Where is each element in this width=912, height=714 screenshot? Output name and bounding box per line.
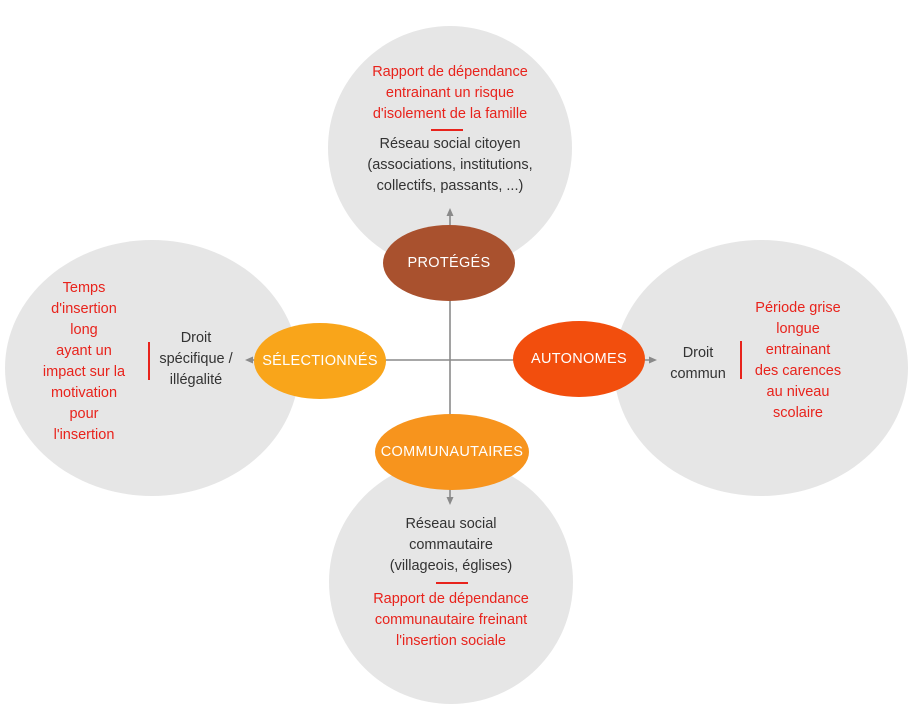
node-proteges: PROTÉGÉS	[383, 225, 515, 301]
left-rights-line: spécifique /	[159, 351, 233, 367]
right-risk-line: entrainant	[765, 342, 831, 358]
arrow-right-icon	[649, 356, 657, 364]
left-risk-text: Temps d'insertion long ayant un impact s…	[28, 278, 140, 446]
right-risk-line: longue	[776, 321, 820, 337]
top-risk-line: entrainant un risque	[385, 85, 515, 101]
left-risk-line: impact sur la	[42, 364, 126, 380]
circle-left	[5, 240, 299, 496]
right-rights-text: Droit commun	[664, 343, 732, 385]
top-separator	[431, 129, 463, 131]
top-network-line: collectifs, passants, ...)	[376, 178, 524, 194]
left-risk-line: ayant un	[56, 343, 112, 359]
arrow-left-icon	[245, 356, 253, 364]
left-rights-line: Droit	[180, 330, 212, 346]
top-risk-line: Rapport de dépendance	[372, 64, 528, 80]
right-rights-line: commun	[670, 366, 726, 382]
right-separator	[740, 341, 742, 379]
left-risk-line: long	[70, 322, 98, 338]
circle-right	[614, 240, 908, 496]
left-risk-line: pour	[69, 406, 99, 422]
bottom-network-line: commautaire	[409, 537, 493, 553]
right-risk-line: au niveau	[766, 384, 830, 400]
left-rights-line: illégalité	[169, 372, 223, 388]
bottom-risk-text: Rapport de dépendance communautaire frei…	[331, 589, 571, 652]
bottom-network-line: Réseau social	[405, 516, 497, 532]
top-network-line: Réseau social citoyen	[379, 136, 521, 152]
right-risk-line: scolaire	[773, 405, 823, 421]
arrow-up-icon	[446, 208, 454, 216]
node-selectionnes: SÉLECTIONNÉS	[254, 323, 386, 399]
right-risk-line: Période grise	[755, 300, 841, 316]
arrow-down-icon	[446, 497, 454, 505]
top-risk-line: d'isolement de la famille	[372, 106, 528, 122]
left-risk-line: l'insertion	[53, 427, 115, 443]
right-risk-text: Période grise longue entrainant des care…	[744, 298, 852, 424]
left-risk-line: motivation	[50, 385, 118, 401]
bottom-network-line: (villageois, églises)	[389, 558, 513, 574]
top-risk-text: Rapport de dépendance entrainant un risq…	[330, 62, 570, 125]
bottom-separator	[436, 582, 468, 584]
left-separator	[148, 342, 150, 380]
bottom-network-text: Réseau social commautaire (villageois, é…	[331, 514, 571, 577]
right-rights-line: Droit	[682, 345, 714, 361]
top-network-line: (associations, institutions,	[367, 157, 533, 173]
node-communautaires: COMMUNAUTAIRES	[375, 414, 529, 490]
left-rights-text: Droit spécifique / illégalité	[150, 328, 242, 391]
left-risk-line: d'insertion	[51, 301, 117, 317]
bottom-risk-line: Rapport de dépendance	[373, 591, 529, 607]
right-risk-line: des carences	[754, 363, 842, 379]
node-autonomes: AUTONOMES	[513, 321, 645, 397]
bottom-risk-line: l'insertion sociale	[396, 633, 506, 649]
left-risk-line: Temps	[62, 280, 106, 296]
top-network-text: Réseau social citoyen (associations, ins…	[330, 134, 570, 197]
bottom-risk-line: communautaire freinant	[374, 612, 528, 628]
